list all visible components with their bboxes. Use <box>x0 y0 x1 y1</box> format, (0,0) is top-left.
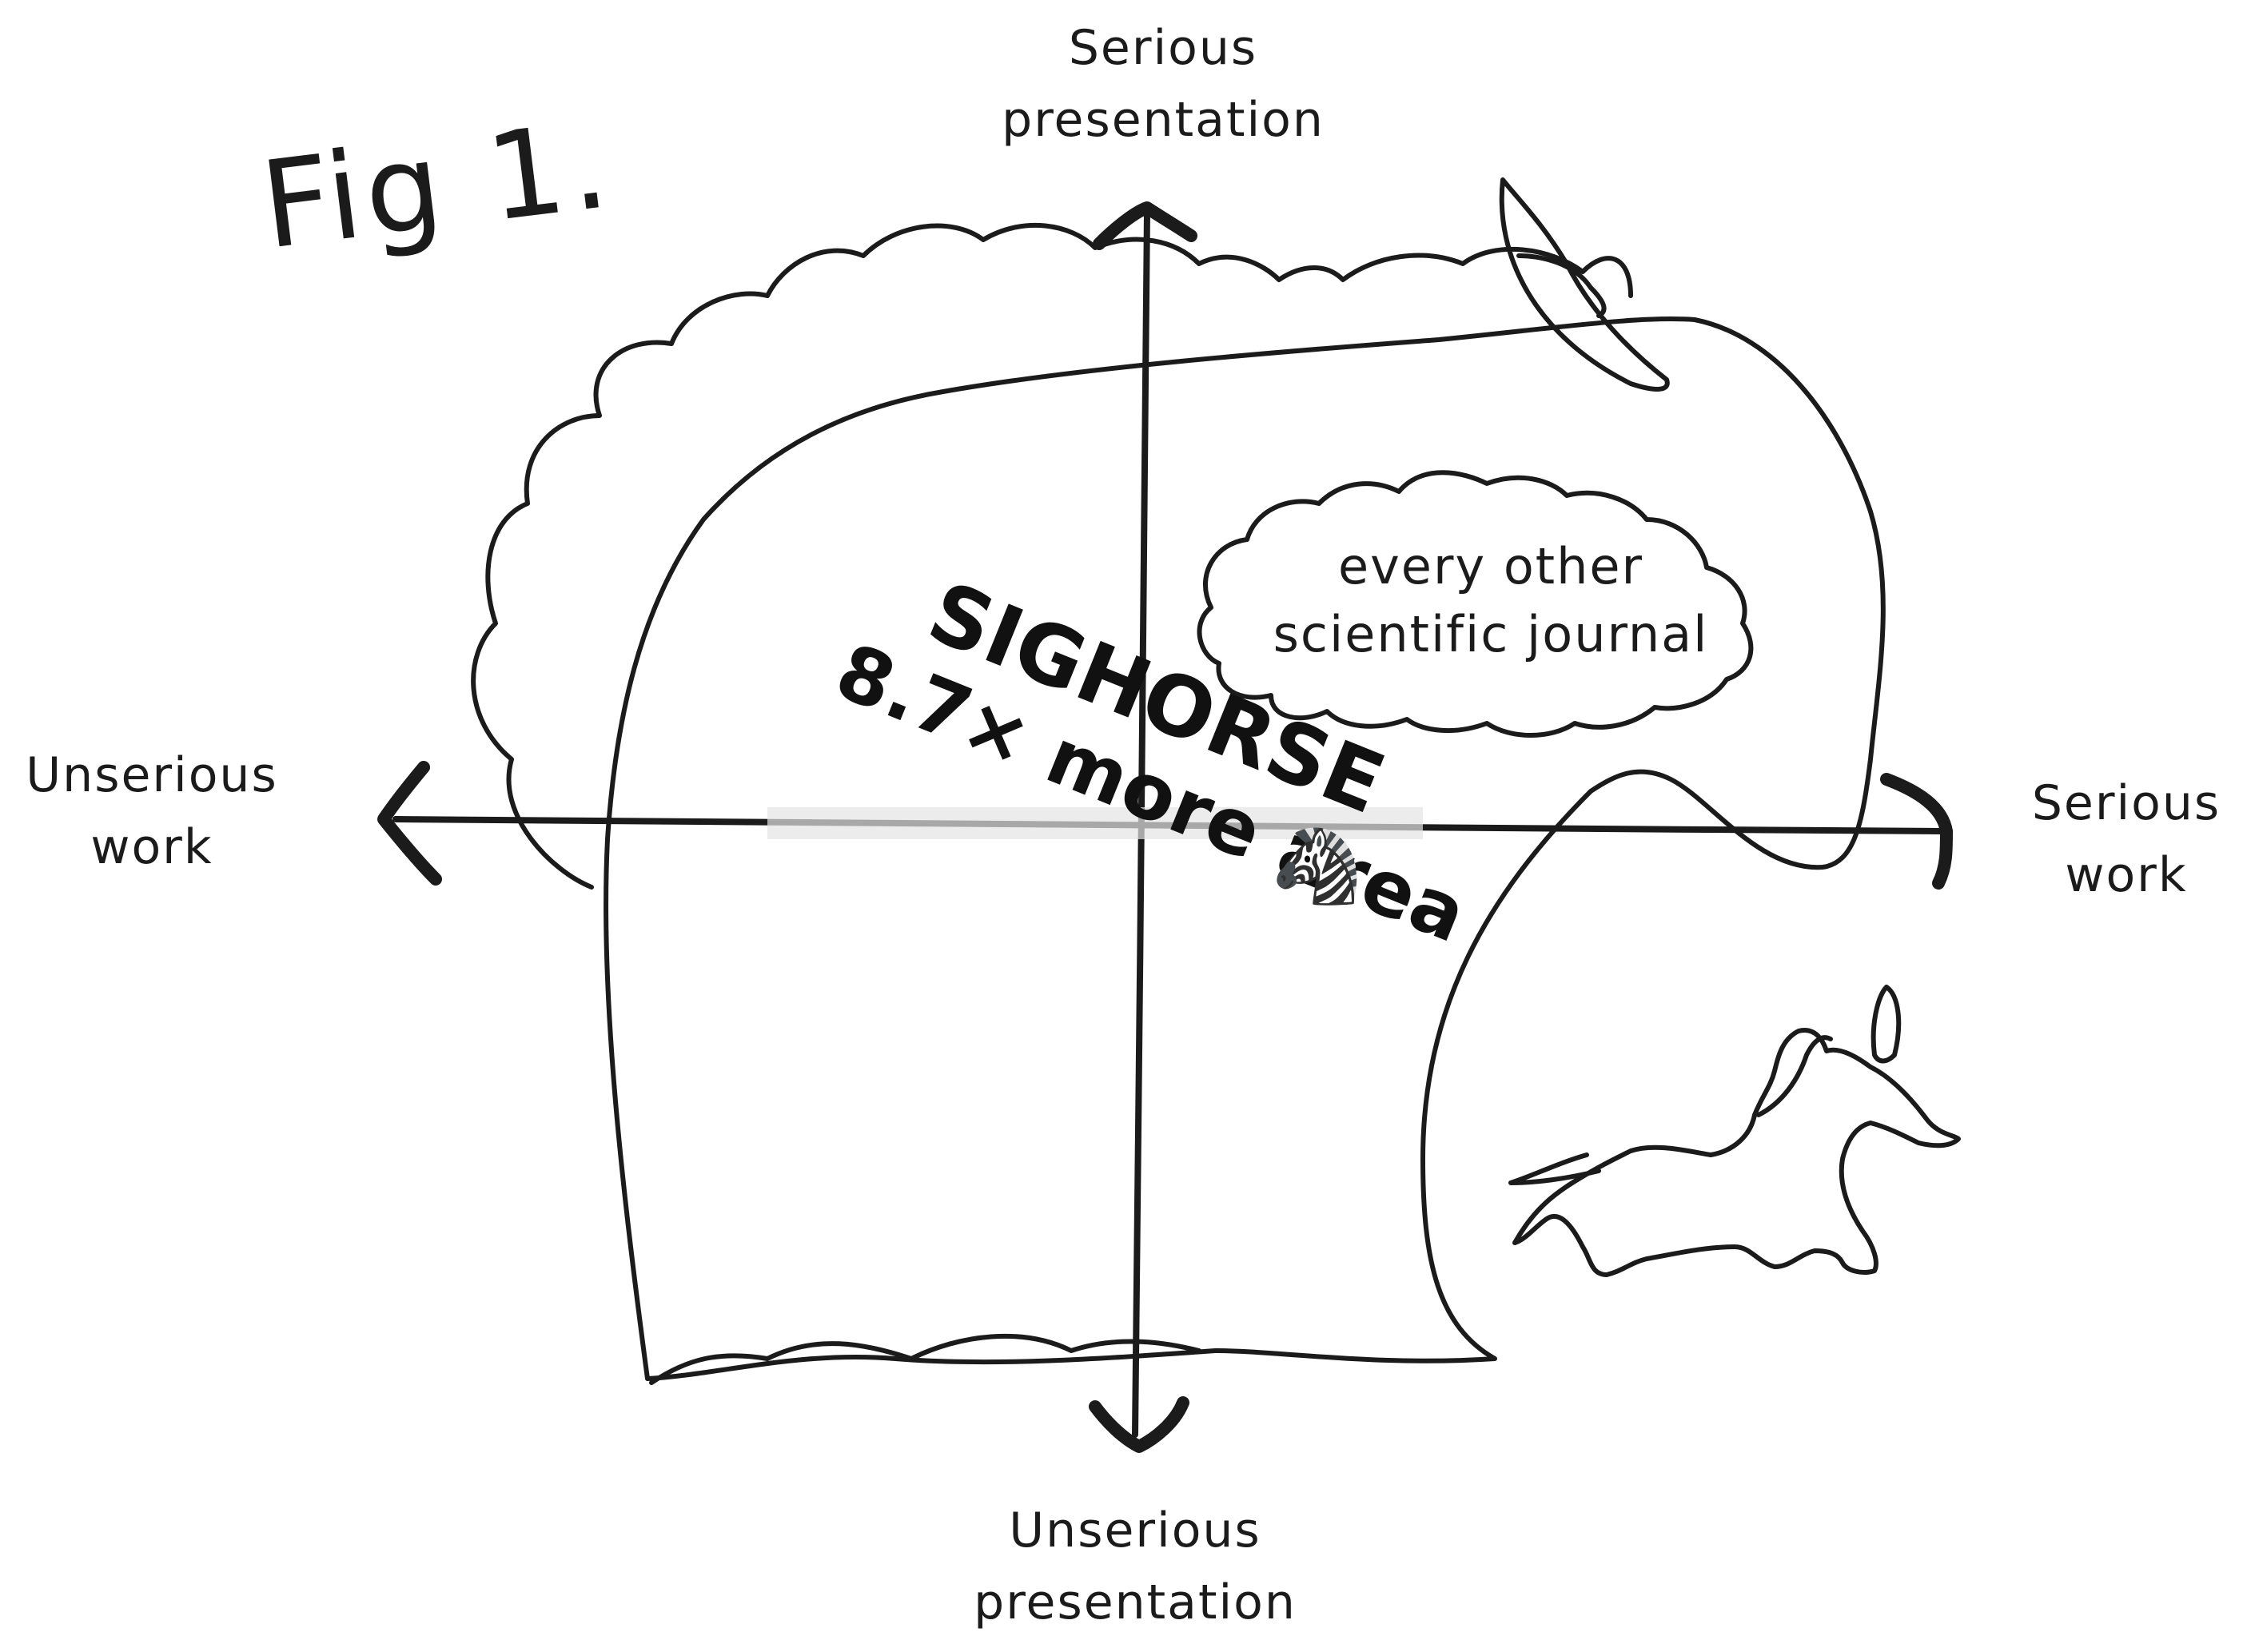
horse-ear <box>1870 985 1902 1064</box>
journal-cloud-line1: every other <box>1338 537 1643 595</box>
crescent-loop <box>1516 253 1607 318</box>
sighorse-label: SIGHORSE 8.7× more area <box>824 563 1479 960</box>
horse-body-outline <box>1512 1028 1961 1277</box>
bottom-wavy-edge <box>649 1333 1201 1385</box>
journal-cloud-line2: scientific journal <box>1273 605 1709 663</box>
axis-arrow-left <box>377 761 442 886</box>
horse-mane <box>1756 1035 1833 1117</box>
vertical-axis <box>1132 209 1150 1438</box>
text-backdrop <box>767 807 1423 839</box>
horse-tail <box>1508 1152 1601 1185</box>
crescent-shape <box>1499 177 1670 392</box>
zebra-icon: 🦓 <box>1271 823 1363 909</box>
axis-arrow-top <box>1093 201 1197 250</box>
axis-label-top-line1: Serious <box>1069 20 1257 76</box>
horse-drawing <box>1508 985 1961 1277</box>
sighorse-region-outline <box>604 316 1886 1381</box>
figure-title: Fig 1. <box>254 96 620 277</box>
axis-label-left-line1: Unserious <box>26 747 277 803</box>
outer-cloud-outline <box>471 222 1633 890</box>
journal-cloud-outline <box>1197 470 1754 738</box>
axis-arrow-right <box>1880 773 1953 890</box>
axis-label-top-line2: presentation <box>1002 92 1325 148</box>
axis-label-right-line2: work <box>2065 847 2187 903</box>
axis-arrow-bottom <box>1089 1396 1189 1453</box>
axis-label-right-line1: Serious <box>2032 775 2221 831</box>
axis-label-bottom-line2: presentation <box>974 1574 1297 1630</box>
axis-label-left-line2: work <box>90 819 213 875</box>
axis-label-bottom-line1: Unserious <box>1009 1503 1261 1558</box>
